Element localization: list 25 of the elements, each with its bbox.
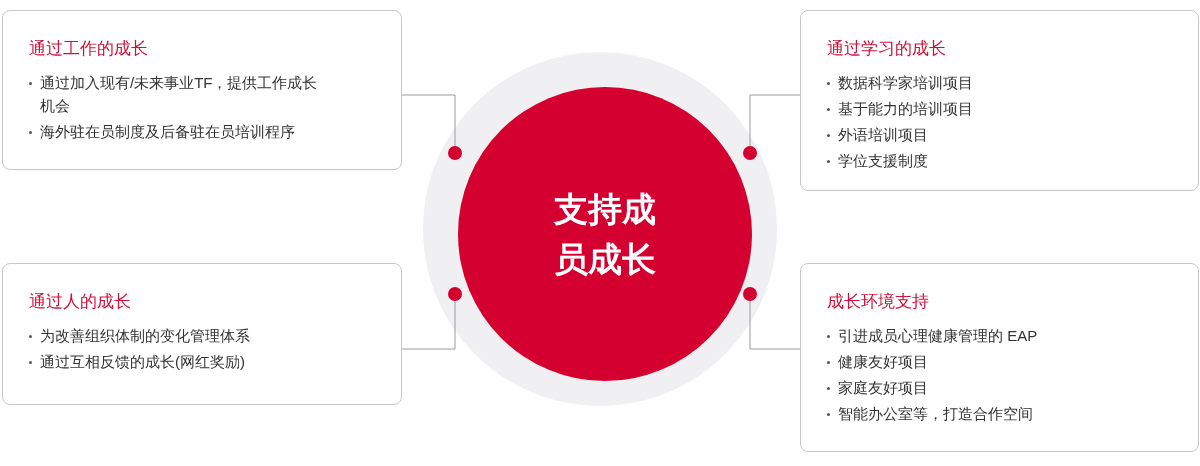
list-item: 通过加入现有/未来事业TF，提供工作成长机会	[40, 73, 319, 116]
info-card	[2, 10, 402, 170]
list-item: 数据科学家培训项目	[838, 73, 973, 93]
card-heading: 成长环境支持	[827, 291, 929, 313]
list-item: 健康友好项目	[838, 352, 928, 372]
info-card	[800, 263, 1199, 452]
info-card	[800, 10, 1199, 191]
list-item: 外语培训项目	[838, 125, 928, 145]
card-heading: 通过人的成长	[29, 291, 131, 313]
info-card	[2, 263, 402, 405]
list-item: 引进成员心理健康管理的 EAP	[838, 326, 1038, 346]
card-heading: 通过学习的成长	[827, 38, 946, 60]
list-item: 家庭友好项目	[838, 378, 928, 398]
list-item: 通过互相反馈的成长(网红奖励)	[40, 352, 245, 372]
list-item: 智能办公室等，打造合作空间	[838, 404, 1033, 424]
list-item: 为改善组织体制的变化管理体系	[40, 326, 250, 346]
connector-line	[401, 287, 462, 350]
card-heading: 通过工作的成长	[29, 38, 148, 60]
connector-line	[401, 94, 462, 160]
connector-line	[743, 287, 801, 350]
list-item: 学位支援制度	[838, 151, 928, 171]
center-title: 支持成员成长	[553, 189, 657, 280]
connector-line	[743, 94, 801, 160]
list-item: 基于能力的培训项目	[838, 99, 973, 119]
list-item: 海外驻在员制度及后备驻在员培训程序	[40, 122, 295, 142]
